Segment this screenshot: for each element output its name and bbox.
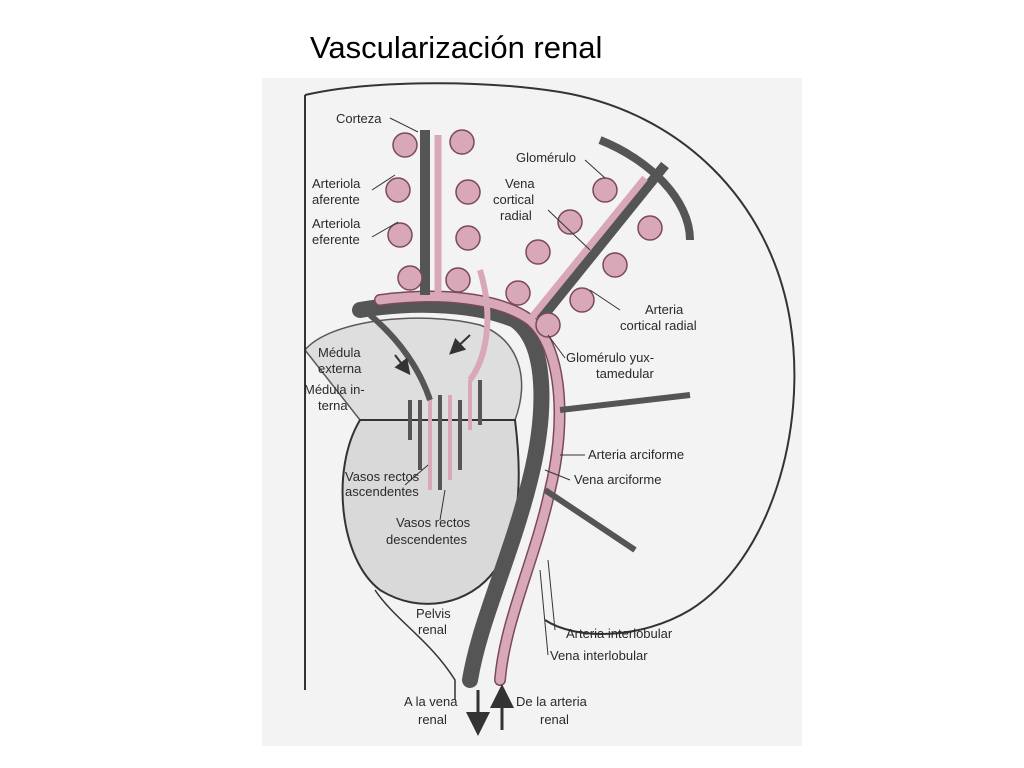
efferent-loop-juxtamedullary	[368, 312, 433, 401]
label-pelvis-renal-1: Pelvis	[416, 606, 451, 621]
leader-lines	[371, 117, 621, 656]
label-arteria-interlobular: Arteria interlobular	[566, 626, 673, 641]
label-corteza: Corteza	[336, 111, 382, 126]
vasa-recta-bundle	[408, 380, 482, 490]
label-arteriola-eferente-2: eferente	[312, 232, 360, 247]
label-vasos-rectos-descendentes-2: descendentes	[386, 532, 467, 547]
label-medula-externa-1: Médula	[318, 345, 361, 360]
label-vasos-rectos-ascendentes-1: Vasos rectos	[345, 469, 420, 484]
label-glomerulo-yuxtamedular-2: tamedular	[596, 366, 654, 381]
label-glomerulo: Glomérulo	[516, 150, 576, 165]
efferent-arteriole-loop	[467, 269, 491, 382]
medulla-outer-region	[304, 317, 523, 431]
label-medula-interna-2: terna	[318, 398, 348, 413]
label-pelvis-renal-2: renal	[418, 622, 447, 637]
label-de-la-arteria-renal-1: De la arteria	[516, 694, 588, 709]
arteria-interlobular-fill	[375, 292, 564, 685]
vena-arciforme-branch	[543, 487, 637, 553]
label-glomerulo-yuxtamedular-1: Glomérulo yux-	[566, 350, 654, 365]
label-medula-externa-2: externa	[318, 361, 362, 376]
label-arteriola-aferente-1: Arteriola	[312, 176, 361, 191]
vena-interlobular-vessel	[352, 296, 550, 688]
label-arteria-cortical-radial-1: Arteria	[645, 302, 684, 317]
vena-cortical-radial-right	[536, 161, 669, 324]
renal-pelvis-outline	[374, 589, 456, 700]
kidney-outline	[304, 82, 796, 690]
label-vena-cortical-radial-2: cortical	[493, 192, 534, 207]
arteria-arciforme-branch	[559, 392, 691, 413]
glomeruli-left-cluster	[385, 129, 481, 293]
medulla-flow-arrow-2	[449, 334, 471, 355]
slide-title: Vascularización renal	[310, 30, 603, 65]
label-arteria-cortical-radial-2: cortical radial	[620, 318, 697, 333]
label-vena-cortical-radial-3: radial	[500, 208, 532, 223]
label-arteriola-aferente-2: aferente	[312, 192, 360, 207]
label-a-la-vena-renal-1: A la vena	[404, 694, 458, 709]
label-vasos-rectos-descendentes-1: Vasos rectos	[396, 515, 471, 530]
label-vena-cortical-radial-1: Vena	[505, 176, 535, 191]
label-a-la-vena-renal-2: renal	[418, 712, 447, 727]
medulla-flow-arrow-1	[394, 354, 411, 376]
label-arteria-arciforme: Arteria arciforme	[588, 447, 684, 462]
label-arteriola-eferente-1: Arteriola	[312, 216, 361, 231]
label-vasos-rectos-ascendentes-2: ascendentes	[345, 484, 419, 499]
label-de-la-arteria-renal-2: renal	[540, 712, 569, 727]
kidney-vasculature-diagram	[262, 78, 802, 746]
label-vena-arciforme: Vena arciforme	[574, 472, 661, 487]
glomeruli-right-cluster	[505, 177, 663, 338]
medulla-inner-pyramid	[341, 419, 520, 605]
label-vena-interlobular: Vena interlobular	[550, 648, 648, 663]
vena-arciforme-branch-top	[598, 136, 694, 241]
arteria-cortical-radial-right	[525, 175, 648, 325]
label-medula-interna-1: Médula in-	[304, 382, 365, 397]
